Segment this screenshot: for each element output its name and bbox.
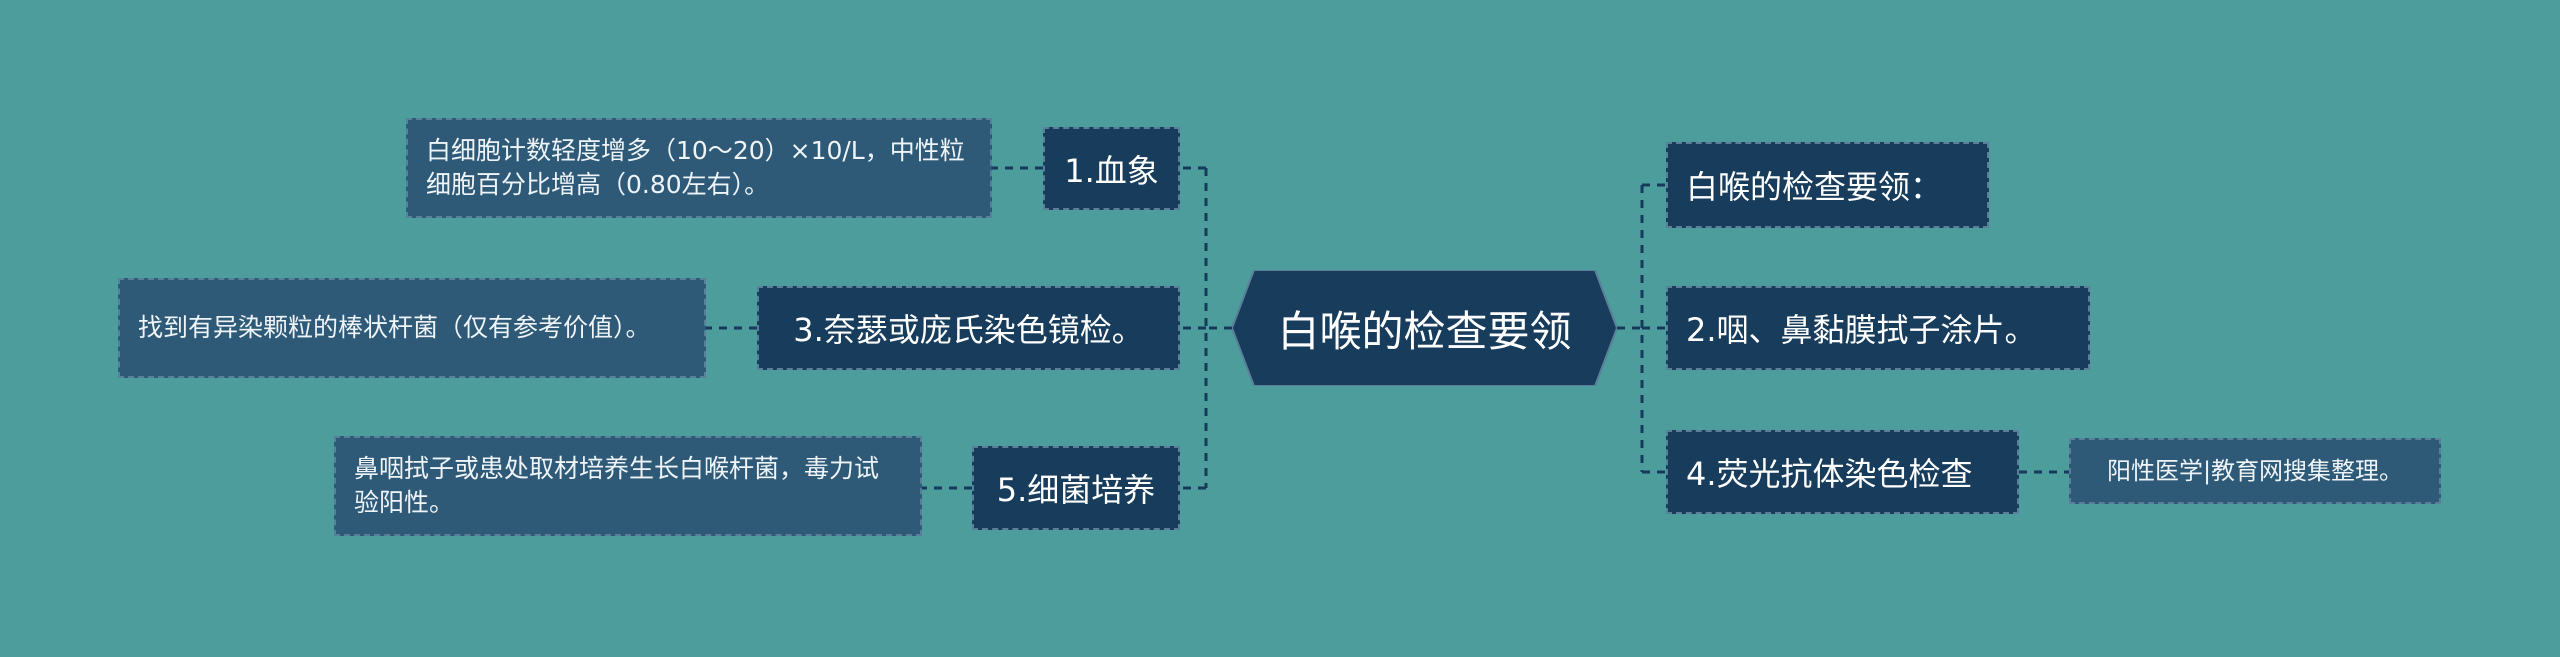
left-node-3-label: 5.细菌培养 <box>996 471 1156 509</box>
right-node-3-detail[interactable]: 阳性医学|教育网搜集整理。 <box>2069 438 2441 504</box>
left-node-2-detail[interactable]: 找到有异染颗粒的棒状杆菌（仅有参考价值）。 <box>118 278 706 378</box>
connector-left-trunk <box>1204 168 1232 488</box>
left-node-1-detail[interactable]: 白细胞计数轻度增多（10～20）×10/L，中性粒细胞百分比增高（0.80左右）… <box>406 118 992 218</box>
left-node-2[interactable]: 3.奈瑟或庞氏染色镜检。 <box>757 286 1180 370</box>
left-node-3-detail[interactable]: 鼻咽拭子或患处取材培养生长白喉杆菌，毒力试验阳性。 <box>334 436 922 536</box>
right-node-3-label: 4.荧光抗体染色检查 <box>1686 455 1973 493</box>
root-node[interactable]: 白喉的检查要领 <box>1232 270 1617 386</box>
left-node-1[interactable]: 1.血象 <box>1043 127 1180 210</box>
right-node-1-label: 白喉的检查要领： <box>1686 168 1943 206</box>
root-node-label: 白喉的检查要领 <box>1277 306 1572 356</box>
right-node-2-label: 2.咽、鼻黏膜拭子涂片。 <box>1686 311 2037 349</box>
right-node-3-detail-text: 阳性医学|教育网搜集整理。 <box>2106 457 2404 485</box>
connector-right-trunk <box>1617 185 1644 472</box>
left-node-3[interactable]: 5.细菌培养 <box>972 446 1180 530</box>
left-node-2-label: 3.奈瑟或庞氏染色镜检。 <box>793 311 1144 349</box>
root-node-shape <box>1232 270 1617 386</box>
right-node-1[interactable]: 白喉的检查要领： <box>1666 142 1989 228</box>
left-node-1-label: 1.血象 <box>1064 151 1159 190</box>
left-node-3-detail-text: 鼻咽拭子或患处取材培养生长白喉杆菌，毒力试验阳性。 <box>354 454 880 517</box>
left-node-2-detail-text: 找到有异染颗粒的棒状杆菌（仅有参考价值）。 <box>138 313 651 342</box>
left-node-1-detail-text: 白细胞计数轻度增多（10～20）×10/L，中性粒细胞百分比增高（0.80左右）… <box>426 136 965 199</box>
right-node-3[interactable]: 4.荧光抗体染色检查 <box>1666 430 2019 514</box>
right-node-2[interactable]: 2.咽、鼻黏膜拭子涂片。 <box>1666 286 2090 370</box>
